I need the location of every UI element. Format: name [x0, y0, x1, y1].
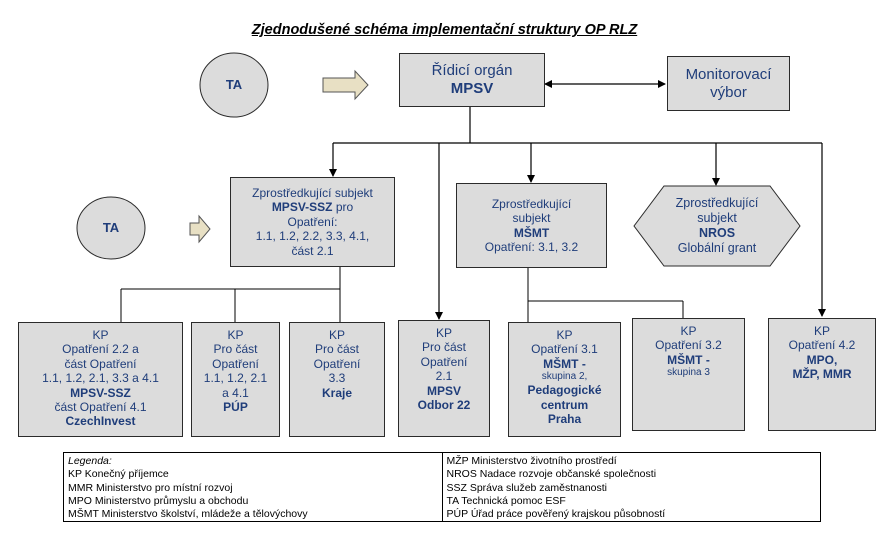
kp3-line1: Pro část [314, 342, 359, 357]
kp6-line1: Opatření 3.2 [655, 338, 722, 353]
kp4-line1: Pro část [421, 340, 466, 355]
kp1-line3: 1.1, 1.2, 2.1, 3.3 a 4.1 [42, 371, 159, 386]
zs-nros-line2: subjekt [697, 211, 737, 225]
kp-mpsv-odbor22-box: KP Pro část Opatření 2.1 MPSV Odbor 22 [398, 320, 490, 437]
kp4-line3: 2.1 [435, 369, 453, 384]
kp5-line1: Opatření 3.1 [531, 342, 598, 357]
kp-msmt-skupina2-box: KP Opatření 3.1 MŠMT - skupina 2, Pedago… [508, 322, 621, 437]
kp5-line0: KP [556, 328, 573, 342]
kp4-bold2: Odbor 22 [417, 397, 471, 412]
kp7-bold1: MPO, [806, 352, 838, 367]
ta-label-top: TA [225, 77, 243, 92]
legend: Legenda: KP Konečný příjemce MMR Ministe… [63, 452, 821, 522]
kp-pup-box: KP Pro část Opatření 1.1, 1.2, 2.1 a 4.1… [191, 322, 280, 437]
kp2-line0: KP [227, 328, 244, 342]
kp1-line0: KP [92, 328, 109, 342]
zs-msmt-line1: Zprostředkující [491, 196, 572, 211]
kp5-small: skupina 2, [541, 371, 588, 383]
zs-mpsv-line3: Opatření: [287, 214, 338, 229]
zs-nros-line4: Globální grant [677, 241, 757, 255]
legend-left-item: MŠMT Ministerstvo školství, mládeže a tě… [68, 508, 308, 521]
kp1-line1: Opatření 2.2 a [62, 342, 139, 357]
kp2-line2: Opatření [212, 356, 259, 371]
ridici-organ-box: Řídicí orgán MPSV [399, 53, 545, 107]
ta-circle-top [199, 52, 269, 118]
kp1-line4: část Opatření 4.1 [54, 399, 147, 414]
kp-mpo-mzp-mmr-box: KP Opatření 4.2 MPO, MŽP, MMR [768, 318, 876, 431]
monitorovaci-vybor-box: Monitorovací výbor [667, 56, 790, 111]
legend-right-item: PÚP Úřad práce pověřený krajskou působno… [446, 508, 666, 521]
zs-msmt-line2: subjekt [512, 211, 551, 226]
kp7-line0: KP [813, 324, 830, 338]
zs-msmt-line4: Opatření: 3.1, 3.2 [484, 239, 579, 254]
kp3-bold1: Kraje [321, 385, 353, 400]
zs-nros-text: Zprostředkující subjekt NROS Globální gr… [634, 186, 800, 266]
kp-mpsv-ssz-box: KP Opatření 2.2 a část Opatření 1.1, 1.2… [18, 322, 183, 437]
legend-right-item: MŽP Ministerstvo životního prostředí [446, 455, 617, 467]
legend-left-item: KP Konečný příjemce [68, 468, 169, 481]
kp1-line2: část Opatření [64, 356, 137, 371]
kp3-line2: Opatření [313, 356, 361, 371]
legend-right-column: MŽP Ministerstvo životního prostředí NRO… [441, 453, 821, 521]
kp1-bold2: CzechInvest [65, 414, 136, 429]
kp7-line1: Opatření 4.2 [788, 338, 856, 353]
legend-right-item: NROS Nadace rozvoje občanské společnosti [446, 468, 657, 481]
kp3-line3: 3.3 [328, 371, 346, 386]
legend-left-item: MMR Ministerstvo pro místní rozvoj [68, 481, 233, 494]
kp-kraje-box: KP Pro část Opatření 3.3 Kraje [289, 322, 385, 437]
kp6-bold1: MŠMT - [667, 352, 710, 367]
kp3-line0: KP [328, 328, 345, 342]
zs-mpsv-line5: část 2.1 [291, 243, 334, 258]
kp4-line2: Opatření [420, 354, 468, 369]
zs-mpsv-line4: 1.1, 1.2, 2.2, 3.3, 4.1, [255, 229, 370, 244]
kp2-line1: Pro část [213, 342, 258, 357]
diagram-title: Zjednodušené schéma implementační strukt… [251, 22, 638, 38]
monitorovaci-vybor-line1: Monitorovací [685, 65, 772, 83]
zs-mpsv-name: MPSV-SSZ [271, 200, 333, 215]
legend-left-item: MPO Ministerstvo průmyslu a obchodu [68, 494, 249, 507]
zs-nros-hexagon [633, 185, 801, 267]
kp5-bold-line1: centrum [540, 397, 589, 412]
zs-mpsv-pro: pro [332, 200, 354, 215]
zs-mpsv-line2: MPSV-SSZ pro [272, 200, 353, 214]
kp4-bold1: MPSV [426, 383, 461, 398]
zs-nros-line3: NROS [698, 226, 736, 240]
kp2-line4: a 4.1 [222, 385, 249, 400]
kp1-bold1: MPSV-SSZ [70, 385, 131, 400]
legend-heading: Legenda: [68, 455, 112, 467]
legend-left-column: Legenda: KP Konečný příjemce MMR Ministe… [64, 453, 442, 521]
zs-msmt-line3: MŠMT [513, 225, 550, 240]
kp7-bold2: MŽP, MMR [792, 367, 852, 382]
legend-right-item: TA Technická pomoc ESF [446, 494, 566, 507]
ta-arrow-mid [189, 214, 211, 244]
zs-nros-line1: Zprostředkující [675, 196, 759, 210]
kp4-line0: KP [435, 326, 452, 340]
kp2-bold1: PÚP [223, 399, 248, 414]
ta-arrow-top [322, 69, 369, 101]
ta-label-mid: TA [102, 220, 120, 235]
zs-msmt-box: Zprostředkující subjekt MŠMT Opatření: 3… [456, 183, 607, 268]
kp2-line3: 1.1, 1.2, 2.1 [203, 371, 268, 386]
kp6-line0: KP [680, 324, 697, 338]
monitorovaci-vybor-line2: výbor [710, 83, 747, 101]
ta-circle-mid [76, 196, 146, 260]
ridici-organ-line2: MPSV [450, 80, 494, 97]
kp5-bold1: MŠMT - [543, 356, 586, 371]
kp5-bold-line2: Praha [547, 411, 582, 426]
zs-mpsv-line1: Zprostředkující subjekt [252, 186, 373, 201]
zs-mpsv-ssz-box: Zprostředkující subjekt MPSV-SSZ pro Opa… [230, 177, 395, 267]
kp6-small: skupina 3 [667, 367, 710, 379]
ridici-organ-line1: Řídicí orgán [431, 62, 513, 79]
kp5-bold-line0: Pedagogické [527, 383, 602, 398]
legend-right-item: SSZ Správa služeb zaměstnanosti [446, 481, 608, 494]
kp-msmt-skupina3-box: KP Opatření 3.2 MŠMT - skupina 3 [632, 318, 745, 431]
